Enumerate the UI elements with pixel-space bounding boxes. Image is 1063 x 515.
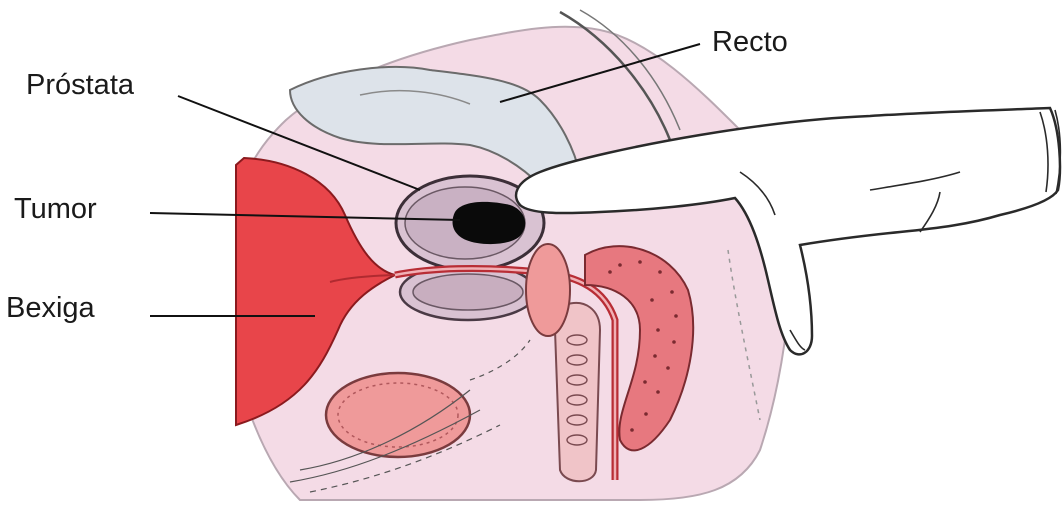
- corpus-spongiosum: [554, 303, 600, 481]
- seminal-vesicle-inner: [413, 274, 523, 310]
- bulb: [526, 244, 570, 336]
- label-bexiga: Bexiga: [6, 292, 95, 325]
- label-prostata: Próstata: [26, 69, 134, 102]
- label-recto: Recto: [712, 26, 788, 59]
- label-tumor: Tumor: [14, 193, 97, 226]
- tumor: [453, 202, 526, 244]
- pubic-bone: [326, 373, 470, 457]
